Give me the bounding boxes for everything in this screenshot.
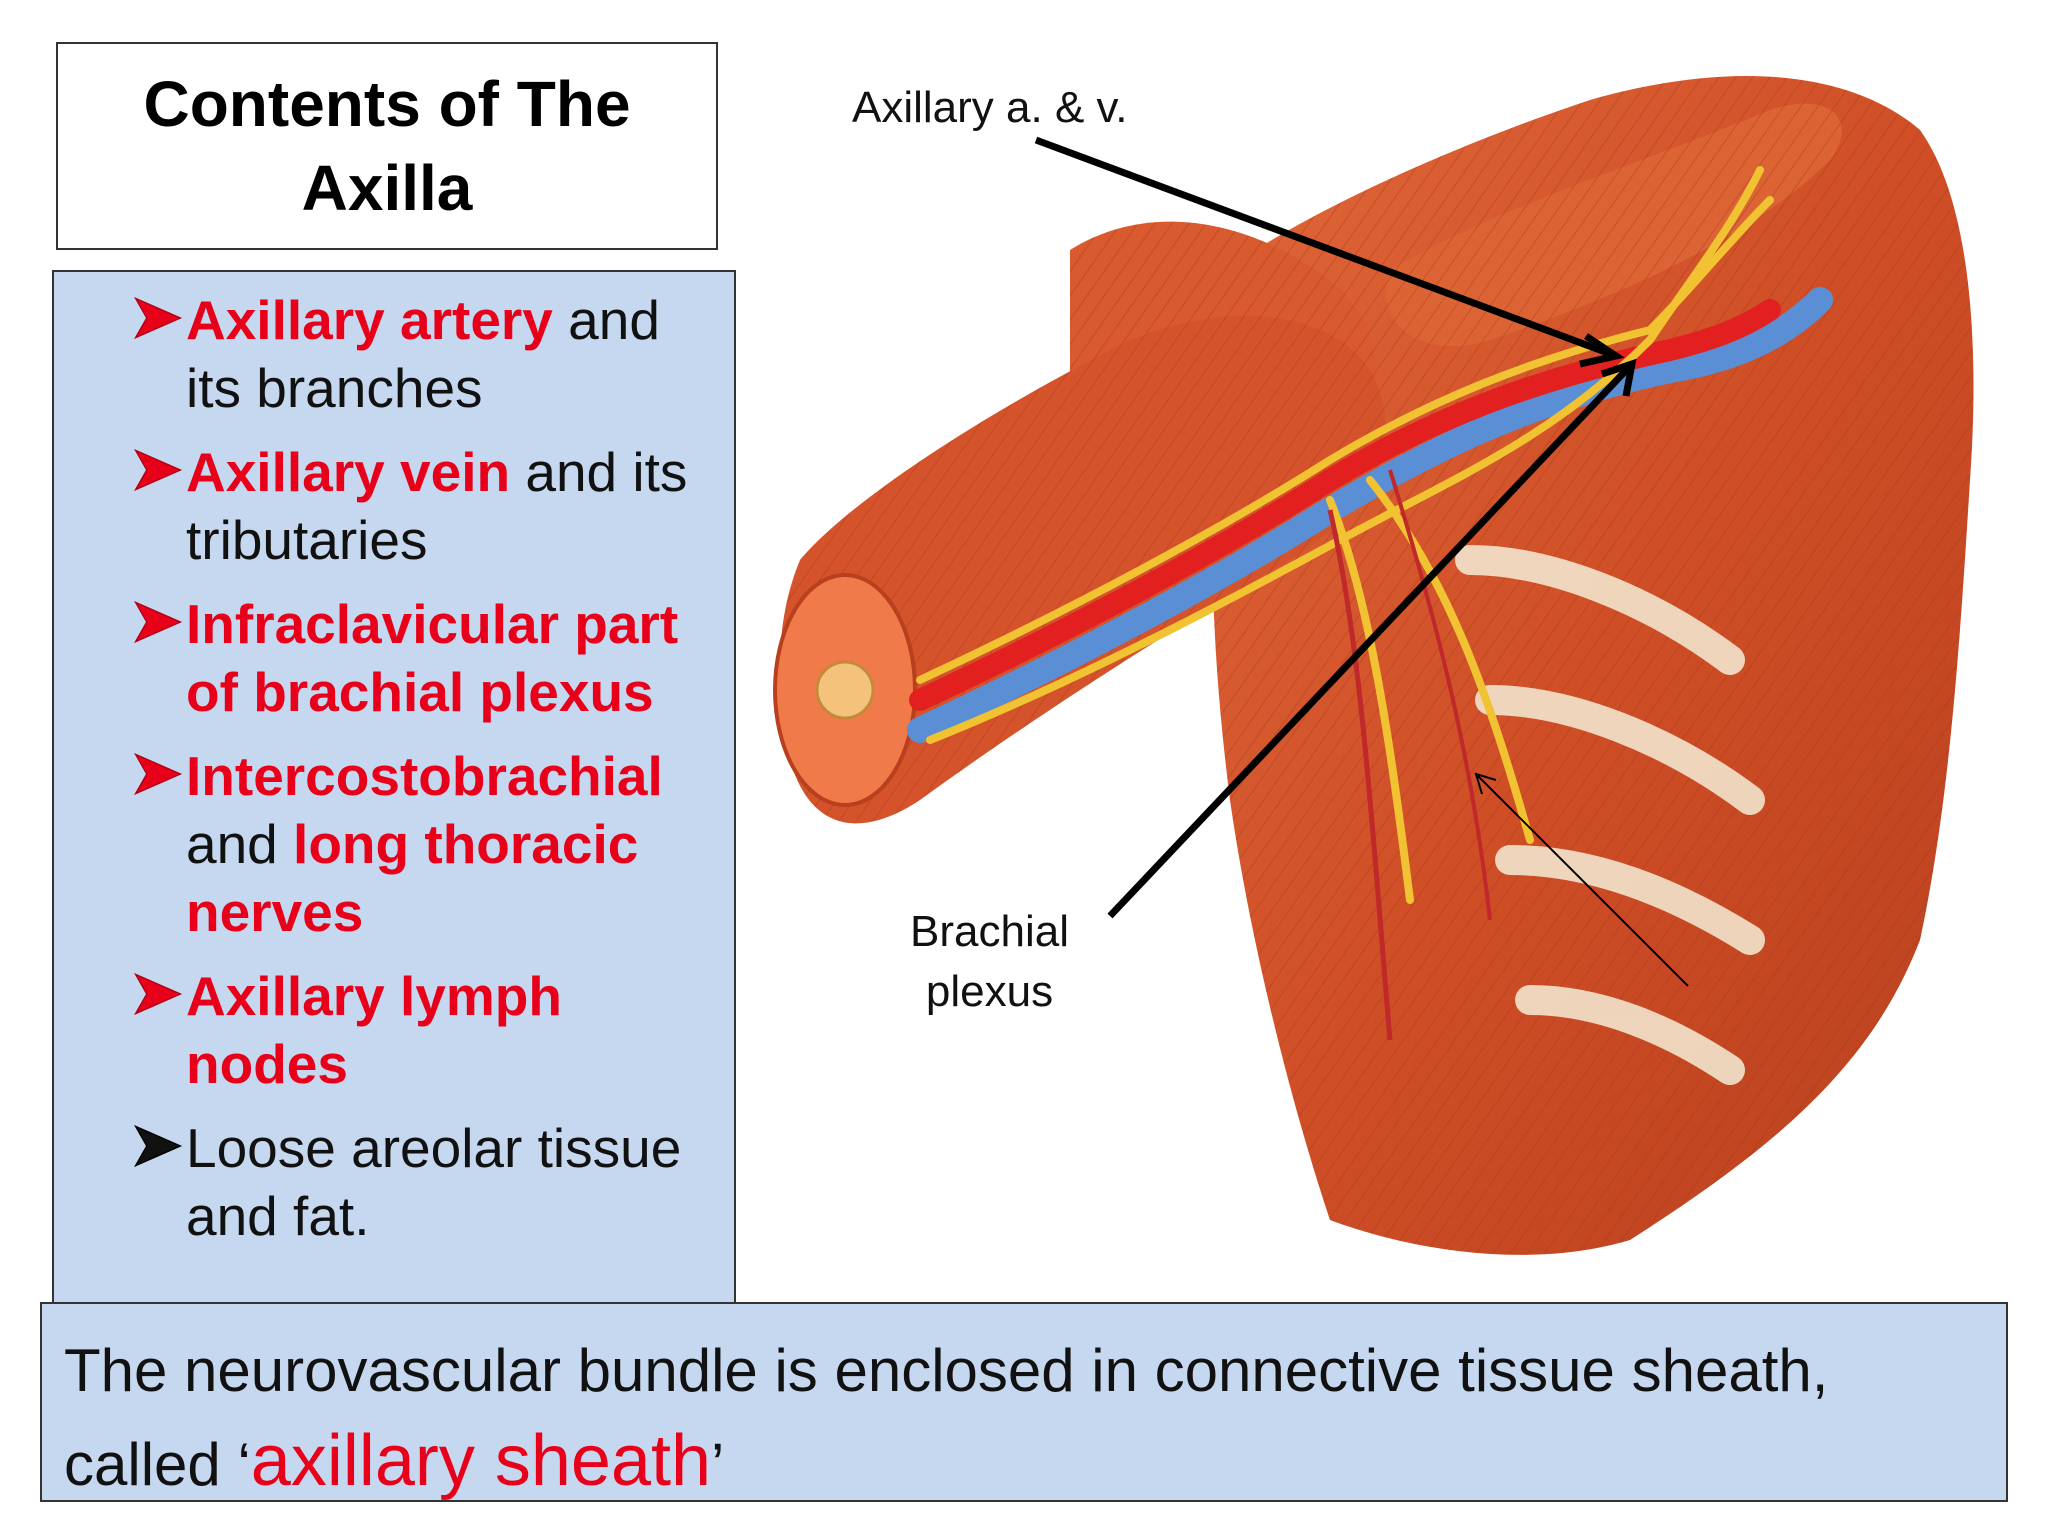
arrow-bullet-icon xyxy=(133,600,183,644)
axillary-artery-vessel xyxy=(909,299,1781,711)
item-highlight: Axillary lymph nodes xyxy=(186,965,562,1095)
footer-note: The neurovascular bundle is enclosed in … xyxy=(64,1326,1986,1510)
list-item-areolar-tissue: Loose areolar tissue and fat. xyxy=(74,1114,714,1250)
list-item-axillary-artery: Axillary artery and its branches xyxy=(74,286,714,422)
label-pointer-plexus xyxy=(1107,358,1637,919)
item-text: Loose areolar tissue and fat. xyxy=(186,1117,682,1247)
serratus-digitations xyxy=(1455,545,1765,1085)
arrow-bullet-icon xyxy=(133,752,183,796)
item-text: and xyxy=(186,813,294,875)
slide-title: Contents of The Axilla xyxy=(143,68,631,224)
axilla-anatomy-illustration xyxy=(773,76,1974,1255)
arrow-bullet-icon xyxy=(133,972,183,1016)
axillary-vein-vessel xyxy=(907,287,1833,743)
footer-highlight: axillary sheath xyxy=(250,1421,712,1501)
label-pointer-axillary xyxy=(1034,136,1625,368)
title-box: Contents of The Axilla xyxy=(56,42,718,250)
list-item-brachial-plexus: Infraclavicular part of brachial plexus xyxy=(74,590,714,726)
item-highlight: Axillary vein xyxy=(186,441,511,503)
label-plexus-line2: plexus xyxy=(925,967,1054,1016)
label-pointer-thin xyxy=(1474,772,1689,987)
footer-note-panel: The neurovascular bundle is enclosed in … xyxy=(40,1302,2008,1502)
list-item-lymph-nodes: Axillary lymph nodes xyxy=(74,962,714,1098)
footer-text: The neurovascular bundle is enclosed in … xyxy=(64,1337,1829,1498)
brachial-plexus-nerves xyxy=(916,166,1774,904)
arrow-bullet-icon xyxy=(133,296,183,340)
contents-list: Axillary artery and its branches Axillar… xyxy=(54,272,734,1250)
label-plexus-line1: Brachial xyxy=(910,907,1069,956)
arrow-bullet-icon xyxy=(133,448,183,492)
list-item-nerves: Intercostobrachial and long thoracic ner… xyxy=(74,742,714,946)
label-axillary-vessels: Axillary a. & v. xyxy=(852,83,1128,132)
item-text: and its tributaries xyxy=(186,441,688,571)
item-highlight: Axillary artery xyxy=(186,289,553,351)
list-item-axillary-vein: Axillary vein and its tributaries xyxy=(74,438,714,574)
item-highlight: long thoracic nerves xyxy=(186,813,639,943)
item-highlight: Infraclavicular part of brachial plexus xyxy=(186,593,679,723)
label-brachial-plexus: Brachial plexus xyxy=(910,902,1069,1022)
item-highlight: Intercostobrachial xyxy=(186,745,663,807)
arrow-bullet-icon xyxy=(133,1124,183,1168)
item-text: and its branches xyxy=(186,289,660,419)
contents-list-panel: Axillary artery and its branches Axillar… xyxy=(52,270,736,1310)
footer-quote-close: ’ xyxy=(711,1431,725,1498)
